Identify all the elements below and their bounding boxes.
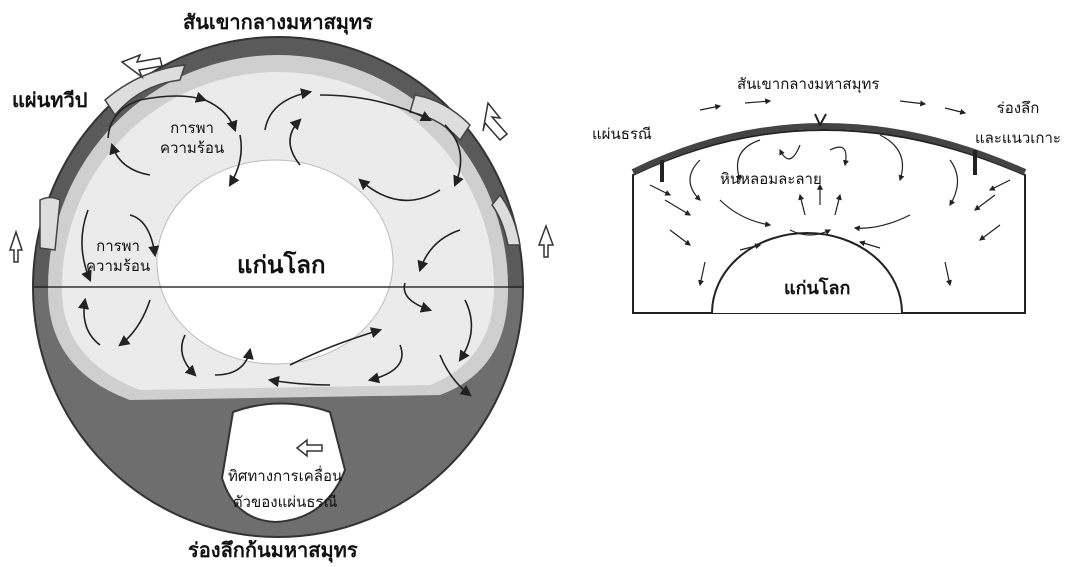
- right-label-trench: ร่องลึก และแนวเกาะ: [975, 93, 1061, 153]
- left-label-convection-left: การพา ความร้อน: [86, 236, 150, 276]
- right-label-magma: หินหลอมละลาย: [720, 172, 822, 187]
- left-label-ridge: สันเขากลางมหาสมุทร: [183, 12, 373, 32]
- left-label-trench: ร่องลึกก้นมหาสมุทร: [188, 540, 358, 560]
- left-label-continent: แผ่นทวีป: [12, 90, 87, 110]
- left-label-convection-top: การพา ความร้อน: [160, 118, 224, 158]
- left-label-direction: ทิศทางการเคลื่อน ตัวของแผ่นธรณี: [228, 463, 342, 515]
- right-label-core: แก่นโลก: [784, 280, 850, 298]
- right-label-ridge: สันเขากลางมหาสมุทร: [737, 77, 879, 92]
- left-label-core: แก่นโลก: [237, 253, 326, 277]
- left-earth-diagram: [10, 37, 553, 537]
- right-label-plate: แผ่นธรณี: [592, 127, 652, 142]
